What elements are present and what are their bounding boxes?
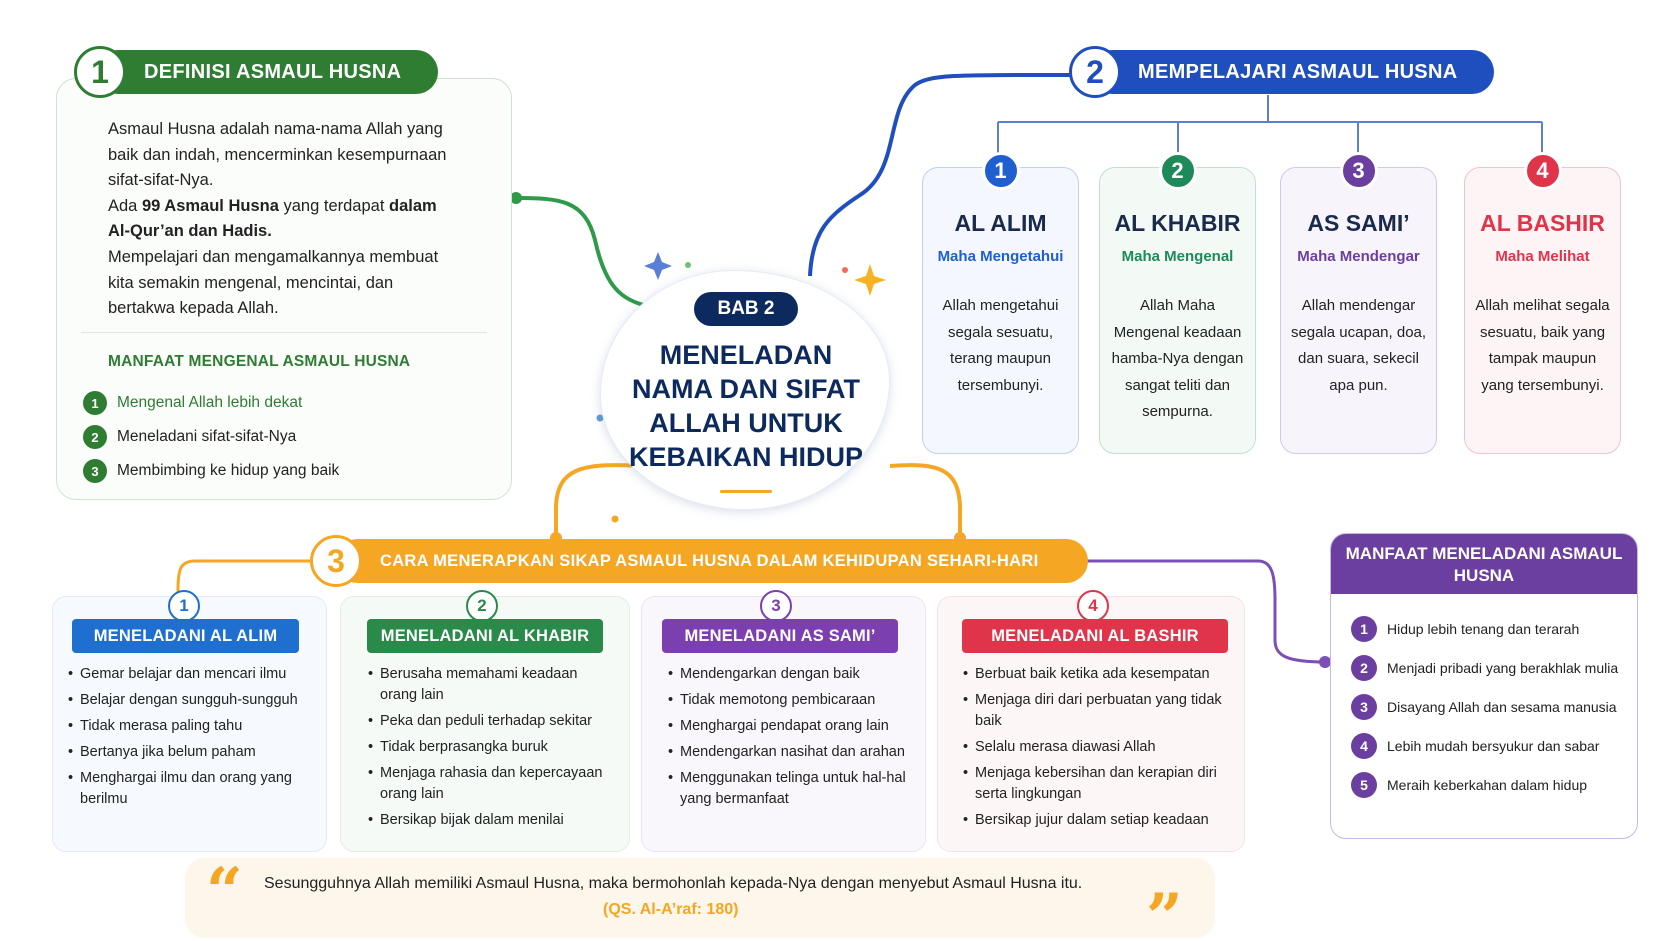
list-item: Menghargai ilmu dan orang yang berilmu <box>68 768 313 810</box>
list-item: Gemar belajar dan mencari ilmu <box>68 664 313 685</box>
list-item: Selalu merasa diawasi Allah <box>963 737 1233 758</box>
accent-line <box>720 490 772 493</box>
manfaat-meneladani-item: 2 Menjadi pribadi yang berakhlak mulia <box>1351 655 1618 681</box>
list-item: Bertanya jika belum paham <box>68 742 313 763</box>
section3-number: 3 <box>310 535 362 587</box>
bab-badge: BAB 2 <box>694 292 798 326</box>
apply-card-title: MENELADANI AL BASHIR <box>962 619 1228 653</box>
name-card-al-khabir: 2 AL KHABIR Maha Mengenal Allah Maha Men… <box>1099 152 1256 454</box>
number-badge: 4 <box>1077 590 1109 622</box>
name-card-as-sami: 3 AS SAMI’ Maha Mendengar Allah mendenga… <box>1280 152 1437 454</box>
number-badge: 5 <box>1351 772 1377 798</box>
quote-box <box>185 858 1215 938</box>
section1-title: DEFINISI ASMAUL HUSNA <box>144 60 402 83</box>
apply-list: Berbuat baik ketika ada kesempatan Menja… <box>963 664 1233 836</box>
number-badge: 1 <box>981 152 1020 190</box>
manfaat-mengenal-item: 1 Mengenal Allah lebih dekat <box>83 391 302 415</box>
number-badge: 3 <box>83 459 107 483</box>
apply-list: Berusaha memahami keadaan orang lain Pek… <box>368 664 618 836</box>
number-badge: 3 <box>1351 694 1377 720</box>
center-title: MENELADAN NAMA DAN SIFAT ALLAH UNTUK KEB… <box>628 340 863 472</box>
list-item: Tidak memotong pembicaraan <box>668 690 913 711</box>
quote-text: Sesungguhnya Allah memiliki Asmaul Husna… <box>264 875 1083 892</box>
open-quote-icon: “ <box>206 854 243 929</box>
manfaat-meneladani-title: MANFAAT MENELADANI ASMAUL HUSNA <box>1331 534 1637 594</box>
list-item: Tidak merasa paling tahu <box>68 716 313 737</box>
number-badge: 3 <box>1339 152 1378 190</box>
list-item: Menggunakan telinga untuk hal-hal yang b… <box>668 768 913 810</box>
name-title: AS SAMI’ <box>1307 210 1410 236</box>
list-item: Berbuat baik ketika ada kesempatan <box>963 664 1233 685</box>
name-card-al-alim: 1 AL ALIM Maha Mengetahui Allah mengetah… <box>922 152 1079 454</box>
list-item: Belajar dengan sungguh-sungguh <box>68 690 313 711</box>
name-description: Allah mendengar segala ucapan, doa, dan … <box>1290 297 1427 394</box>
list-item: Bersikap jujur dalam setiap keadaan <box>963 810 1233 831</box>
manfaat-mengenal-item: 3 Membimbing ke hidup yang baik <box>83 459 339 483</box>
manfaat-meneladani-item: 5 Meraih keberkahan dalam hidup <box>1351 772 1587 798</box>
apply-list: Gemar belajar dan mencari ilmu Belajar d… <box>68 664 313 815</box>
list-item: Mendengarkan nasihat dan arahan <box>668 742 913 763</box>
list-item: Menjaga diri dari perbuatan yang tidak b… <box>963 690 1233 732</box>
quote-reference: (QS. Al-A’raf: 180) <box>603 901 739 918</box>
section1-number: 1 <box>74 46 126 98</box>
list-item: Menghargai pendapat orang lain <box>668 716 913 737</box>
name-meaning: Maha Mengenal <box>1121 248 1234 265</box>
name-description: Allah melihat segala sesuatu, baik yang … <box>1475 297 1610 394</box>
list-item: Bersikap bijak dalam menilai <box>368 810 618 831</box>
apply-card-title: MENELADANI AL KHABIR <box>367 619 603 653</box>
number-badge: 2 <box>466 590 498 622</box>
name-meaning: Maha Melihat <box>1495 248 1590 265</box>
section3-title: CARA MENERAPKAN SIKAP ASMAUL HUSNA DALAM… <box>380 551 1039 570</box>
name-meaning: Maha Mendengar <box>1297 248 1420 265</box>
number-badge: 4 <box>1351 733 1377 759</box>
name-meaning: Maha Mengetahui <box>937 248 1064 265</box>
section2-header: MEMPELAJARI ASMAUL HUSNA <box>1090 50 1494 94</box>
name-title: AL BASHIR <box>1480 210 1605 236</box>
list-item: Tidak berprasangka buruk <box>368 737 618 758</box>
apply-card-title: MENELADANI AL ALIM <box>72 619 299 653</box>
number-badge: 3 <box>760 590 792 622</box>
number-badge: 2 <box>1158 152 1197 190</box>
section2-title: MEMPELAJARI ASMAUL HUSNA <box>1138 60 1458 83</box>
section3-header: CARA MENERAPKAN SIKAP ASMAUL HUSNA DALAM… <box>336 539 1088 583</box>
manfaat-meneladani-item: 4 Lebih mudah bersyukur dan sabar <box>1351 733 1599 759</box>
number-badge: 1 <box>83 391 107 415</box>
manfaat-meneladani-item: 1 Hidup lebih tenang dan terarah <box>1351 616 1579 642</box>
list-item: Mendengarkan dengan baik <box>668 664 913 685</box>
manfaat-mengenal-title: MANFAAT MENGENAL ASMAUL HUSNA <box>108 353 411 370</box>
number-badge: 1 <box>168 590 200 622</box>
manfaat-meneladani-item: 3 Disayang Allah dan sesama manusia <box>1351 694 1617 720</box>
apply-card-title: MENELADANI AS SAMI’ <box>662 619 898 653</box>
apply-list: Mendengarkan dengan baik Tidak memotong … <box>668 664 913 815</box>
number-badge: 2 <box>83 425 107 449</box>
name-description: Allah Maha Mengenal keadaan hamba-Nya de… <box>1111 297 1244 420</box>
list-item: Menjaga rahasia dan kepercayaan orang la… <box>368 763 618 805</box>
number-badge: 4 <box>1523 152 1562 190</box>
section1-header: DEFINISI ASMAUL HUSNA <box>96 50 438 94</box>
manfaat-mengenal-item: 2 Meneladani sifat-sifat-Nya <box>83 425 296 449</box>
name-title: AL ALIM <box>954 210 1047 236</box>
close-quote-icon: ” <box>1146 880 1183 941</box>
name-card-al-bashir: 4 AL BASHIR Maha Melihat Allah melihat s… <box>1464 152 1621 454</box>
manfaat-meneladani-card: MANFAAT MENELADANI ASMAUL HUSNA 1 Hidup … <box>1330 533 1638 839</box>
name-description: Allah mengetahui segala sesuatu, terang … <box>942 297 1059 394</box>
number-badge: 2 <box>1351 655 1377 681</box>
divider <box>81 332 487 333</box>
number-badge: 1 <box>1351 616 1377 642</box>
list-item: Peka dan peduli terhadap sekitar <box>368 711 618 732</box>
section2-number: 2 <box>1069 46 1121 98</box>
list-item: Menjaga kebersihan dan kerapian diri ser… <box>963 763 1233 805</box>
definition-text: Asmaul Husna adalah nama-nama Allah yang… <box>108 120 447 318</box>
name-title: AL KHABIR <box>1114 210 1241 236</box>
definition-card: Asmaul Husna adalah nama-nama Allah yang… <box>56 78 512 500</box>
list-item: Berusaha memahami keadaan orang lain <box>368 664 618 706</box>
